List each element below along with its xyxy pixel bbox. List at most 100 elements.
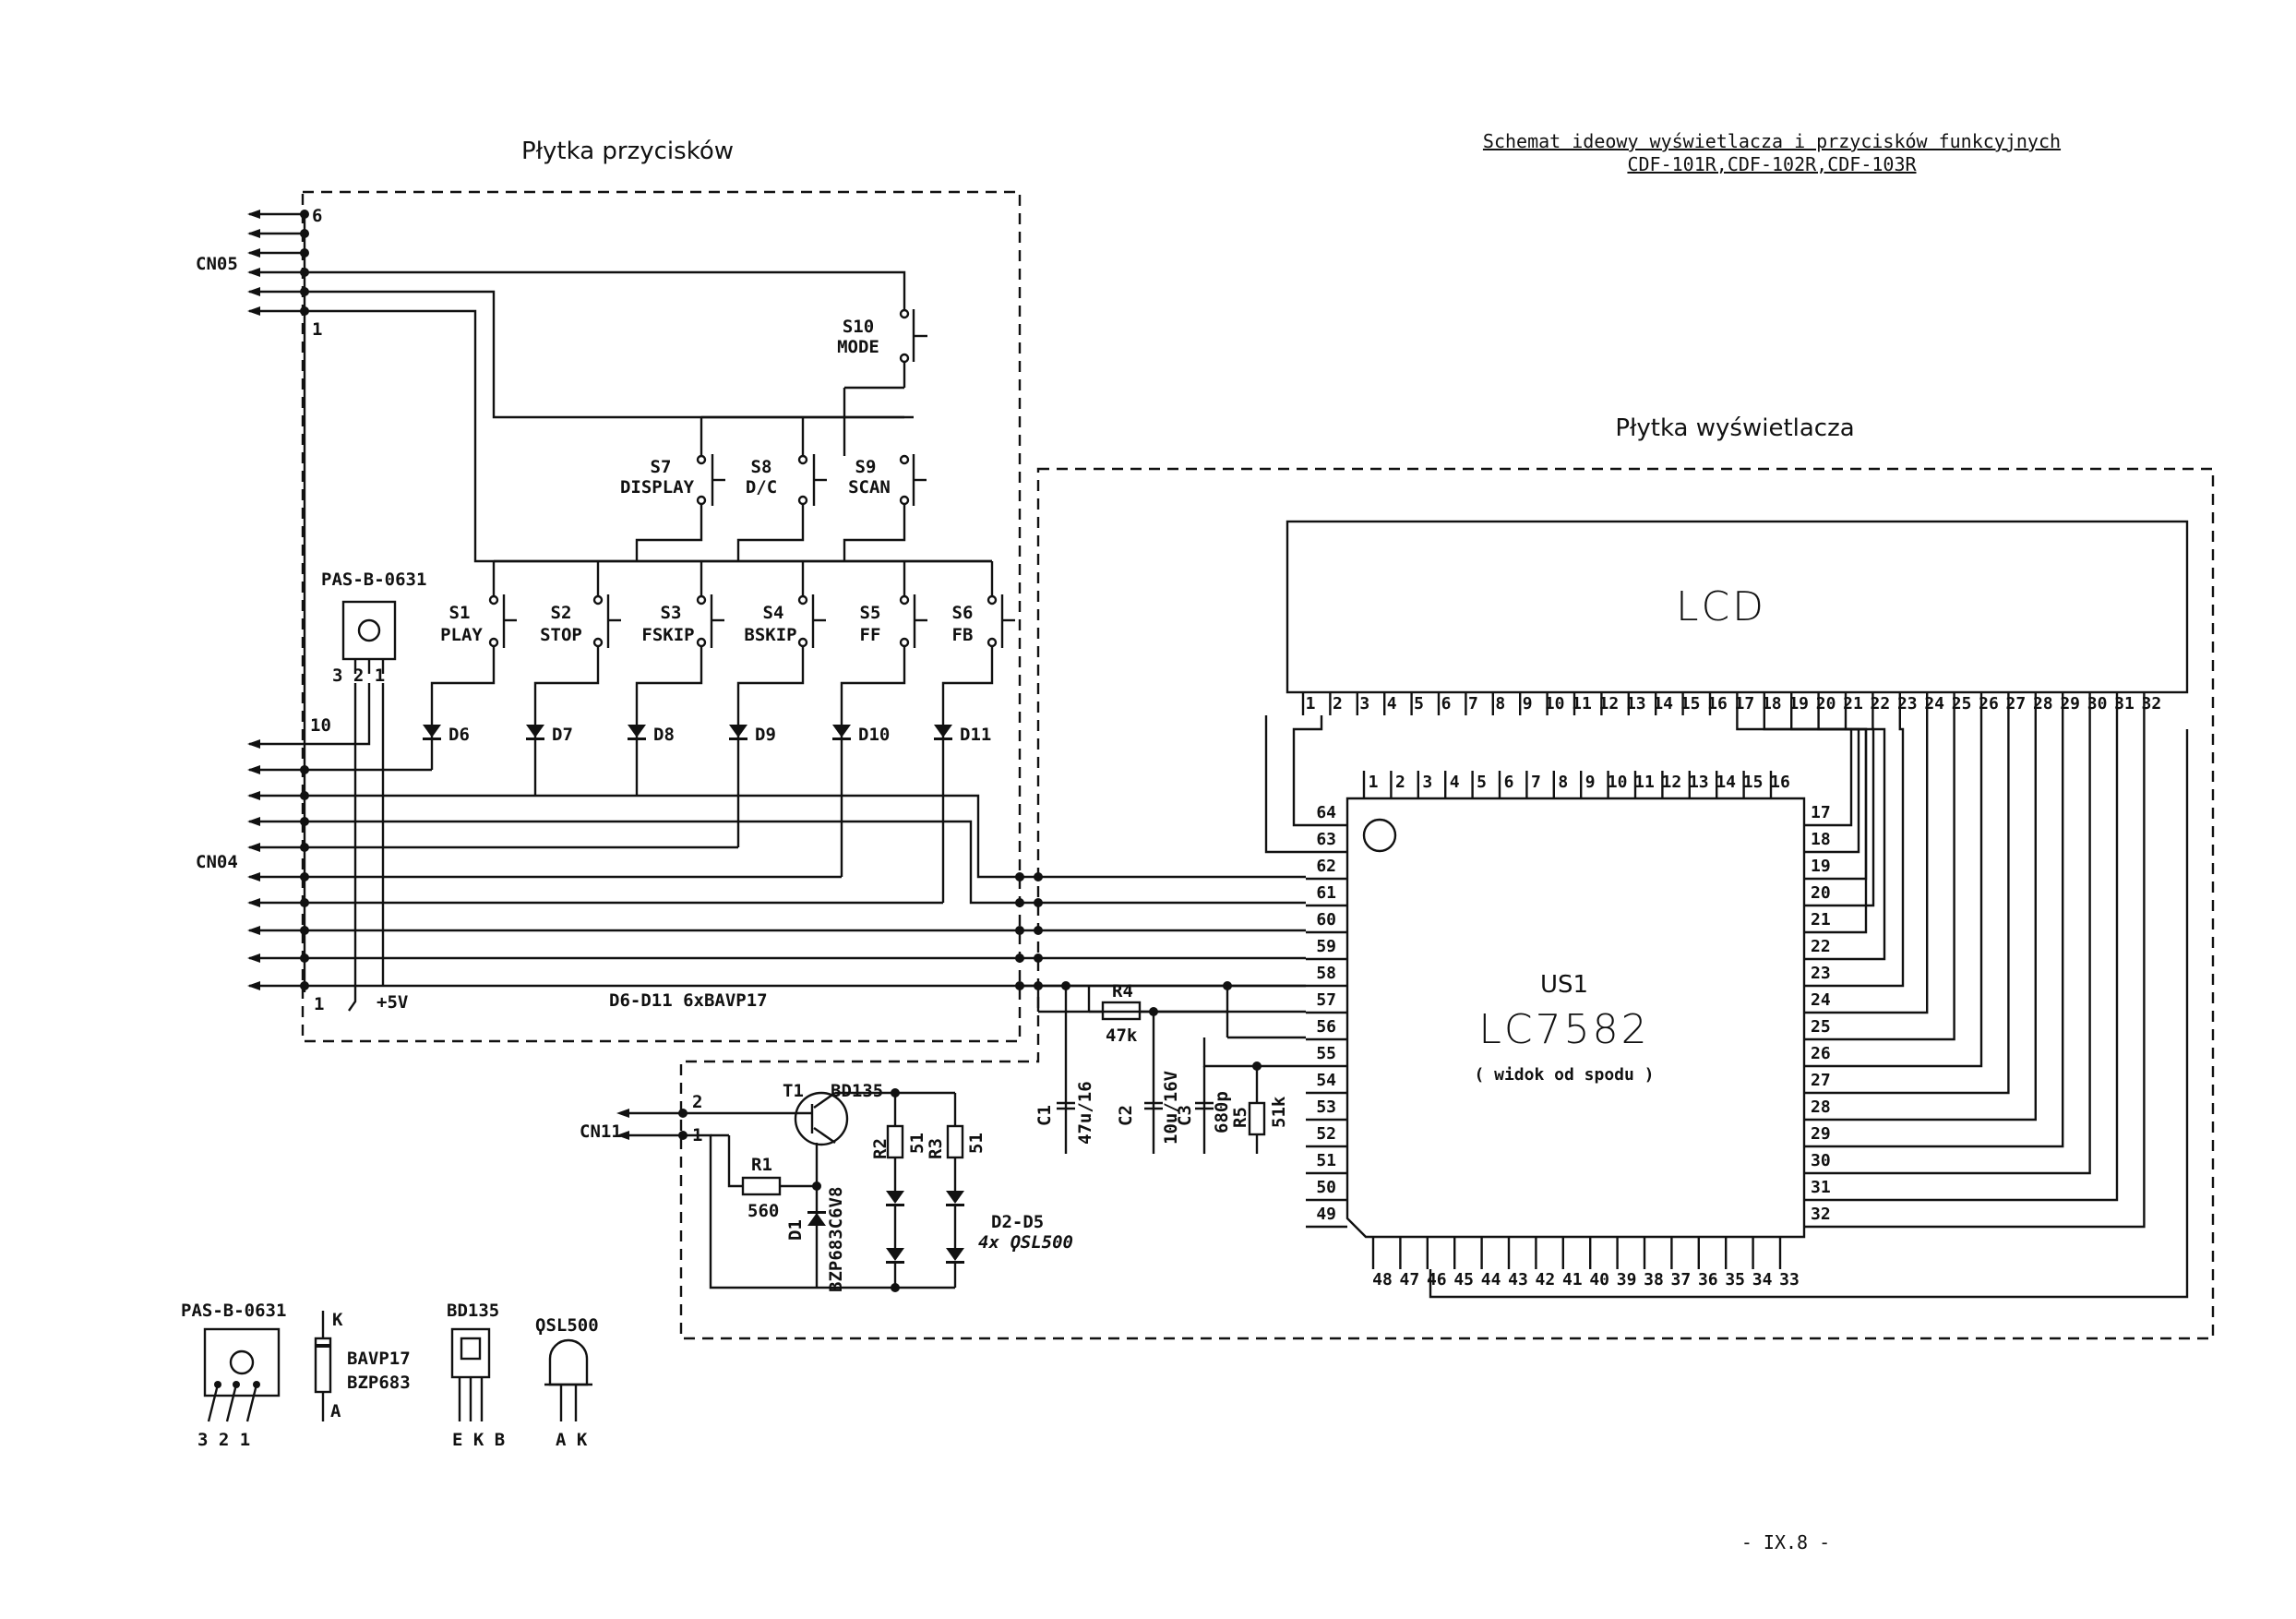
ic-pin-label: 34: [1752, 1270, 1773, 1289]
switch-row-bottom-wiring: [492, 559, 994, 596]
s7-ref: S7: [651, 457, 672, 477]
lcd-pin-label: 12: [1599, 694, 1620, 714]
c3-value: 680p: [1212, 1091, 1232, 1133]
lcd-pin-label: 30: [2087, 694, 2108, 714]
cn04-connector: CN04 10 1: [196, 715, 331, 1014]
ic-pin-label: 61: [1316, 883, 1336, 903]
r3-value: 51: [966, 1133, 987, 1154]
lcd-pin-label: 18: [1762, 694, 1782, 714]
ic-pin-label: 55: [1316, 1044, 1336, 1063]
page-number: - IX.8 -: [1741, 1531, 1830, 1553]
cn05-pin6: 6: [312, 206, 322, 226]
s4-name: BSKIP: [744, 625, 796, 645]
ic-pin-label: 47: [1400, 1270, 1420, 1289]
s1-ref: S1: [449, 603, 471, 623]
ic-pin-label: 48: [1372, 1270, 1393, 1289]
lcd-pin-label: 4: [1387, 694, 1397, 714]
ic-pin-label: 5: [1477, 773, 1487, 792]
ic-pin-label: 25: [1811, 1017, 1831, 1037]
ic-pin-label: 39: [1617, 1270, 1637, 1289]
cn04-pin1: 1: [314, 994, 324, 1014]
switch-s1: S1 PLAY: [430, 594, 517, 720]
d8-label: D8: [653, 725, 675, 745]
ic-pin-label: 44: [1481, 1270, 1501, 1289]
ic-pin-label: 3: [1422, 773, 1432, 792]
s5-name: FF: [860, 625, 881, 645]
ic-pin-label: 50: [1316, 1178, 1336, 1197]
ic-pin-label: 45: [1453, 1270, 1474, 1289]
sheet-title: Schemat ideowy wyświetlacza i przycisków…: [1483, 130, 2061, 152]
ic-pin-label: 53: [1316, 1097, 1336, 1117]
ic-pin-label: 46: [1427, 1270, 1447, 1289]
c3-ref: C3: [1175, 1105, 1195, 1126]
lcd-pin-label: 32: [2142, 694, 2162, 714]
ic-pin-label: 64: [1316, 803, 1336, 822]
lcd-pin-label: 1: [1306, 694, 1316, 714]
r3-ref: R3: [926, 1138, 946, 1159]
switch-s3: S3 FSKIP: [635, 594, 724, 720]
sensor-pas: PAS-B-0631 3 2 1 +5V: [305, 570, 426, 1013]
lcd-pin-label: 6: [1441, 694, 1452, 714]
t1-ref: T1: [783, 1081, 804, 1101]
ic-pin-label: 14: [1716, 773, 1736, 792]
lcd-pin-label: 25: [1952, 694, 1972, 714]
s9-ref: S9: [855, 457, 877, 477]
s10-ref: S10: [843, 317, 874, 337]
ic-pin-label: 38: [1644, 1270, 1664, 1289]
lcd-pin-label: 27: [2006, 694, 2027, 714]
lcd-pin-label: 24: [1924, 694, 1944, 714]
button-board-title: Płytka przycisków: [521, 138, 734, 165]
ic-pin-label: 41: [1562, 1270, 1583, 1289]
lcd-pin-label: 8: [1495, 694, 1505, 714]
ic-pin-label: 13: [1689, 773, 1709, 792]
r5-value: 51k: [1269, 1096, 1289, 1128]
ic-pin-label: 1: [1369, 773, 1379, 792]
cn11-label: CN11: [580, 1121, 622, 1142]
d1-ref: D1: [785, 1219, 806, 1241]
ic-pin-label: 40: [1589, 1270, 1609, 1289]
ic-pin-label: 31: [1811, 1178, 1831, 1197]
diodes-note: D6-D11 6xBAVP17: [609, 990, 768, 1011]
ic-pin-label: 10: [1608, 773, 1628, 792]
ic-ref: US1: [1540, 971, 1588, 999]
supply-label: +5V: [377, 992, 408, 1013]
r2-value: 51: [907, 1133, 927, 1154]
legend-pas-pins: 3 2 1: [197, 1430, 250, 1450]
c1-ref: C1: [1034, 1105, 1055, 1126]
lcd-pin-label: 20: [1816, 694, 1836, 714]
ic-pin-label: 43: [1508, 1270, 1528, 1289]
s4-ref: S4: [763, 603, 784, 623]
s10-name: MODE: [837, 337, 879, 357]
ic-pin-label: 56: [1316, 1017, 1336, 1037]
ic-pin-label: 12: [1662, 773, 1682, 792]
lcd-pin-label: 3: [1359, 694, 1369, 714]
ic-pin-label: 63: [1316, 830, 1336, 849]
cn05-connector: CN05 6 1: [196, 206, 322, 340]
button-board-outline: [301, 190, 1022, 1043]
ic-pin-label: 57: [1316, 990, 1336, 1010]
s8-ref: S8: [751, 457, 772, 477]
s8-name: D/C: [746, 477, 777, 498]
s6-ref: S6: [952, 603, 974, 623]
t1-value: BD135: [831, 1081, 883, 1101]
switch-s8: S8 D/C: [736, 454, 827, 561]
ic-pin-label: 27: [1811, 1071, 1831, 1090]
legend-diode-k: K: [332, 1310, 343, 1330]
led-circuit: CN11 2 1 T1 BD135 R1 560 D1 BZP683C6V8 R…: [580, 1081, 1073, 1292]
legend-pas-label: PAS-B-0631: [181, 1301, 286, 1321]
switch-s5: S5 FF: [840, 594, 927, 720]
ic-pin-label: 49: [1316, 1205, 1336, 1224]
junction-dots: [1015, 872, 1043, 990]
cn11-pin2: 2: [692, 1092, 702, 1112]
lcd-pin-label: 5: [1414, 694, 1424, 714]
sensor-pins: 3 2 1: [332, 666, 385, 686]
ic-pin-label: 37: [1671, 1270, 1692, 1289]
s9-name: SCAN: [848, 477, 891, 498]
lcd-pin-label: 22: [1871, 694, 1891, 714]
lcd-pin-label: 17: [1735, 694, 1755, 714]
d1-value: BZP683C6V8: [826, 1187, 846, 1292]
ic-pin-label: 60: [1316, 910, 1336, 929]
legend-transistor: BD135 E K B: [447, 1301, 505, 1450]
